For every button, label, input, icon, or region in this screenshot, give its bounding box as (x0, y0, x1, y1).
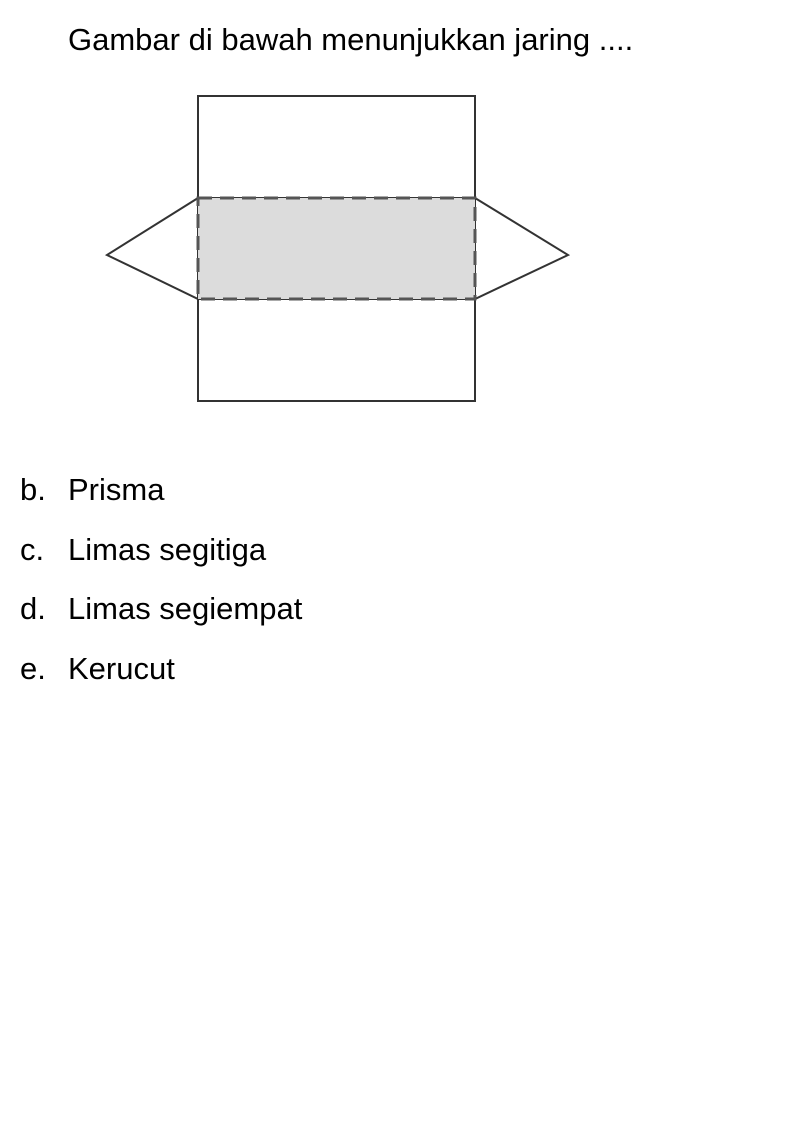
option-letter: d. (20, 591, 46, 626)
right-triangle-face (474, 196, 571, 301)
option-letter: b. (20, 472, 46, 507)
option-text: Limas segitiga (68, 532, 267, 567)
left-triangle-face (104, 196, 199, 301)
question-text: Gambar di bawah menunjukkan jaring .... (68, 22, 634, 57)
option-text: Kerucut (68, 651, 175, 686)
option-letter: e. (20, 651, 46, 686)
option-text: Prisma (68, 472, 165, 507)
option-text: Limas segiempat (68, 591, 303, 626)
top-face (197, 95, 476, 199)
bottom-face (197, 298, 476, 402)
option-letter: c. (20, 532, 45, 567)
shaded-base-face (196, 196, 477, 301)
net-figure (104, 95, 571, 402)
